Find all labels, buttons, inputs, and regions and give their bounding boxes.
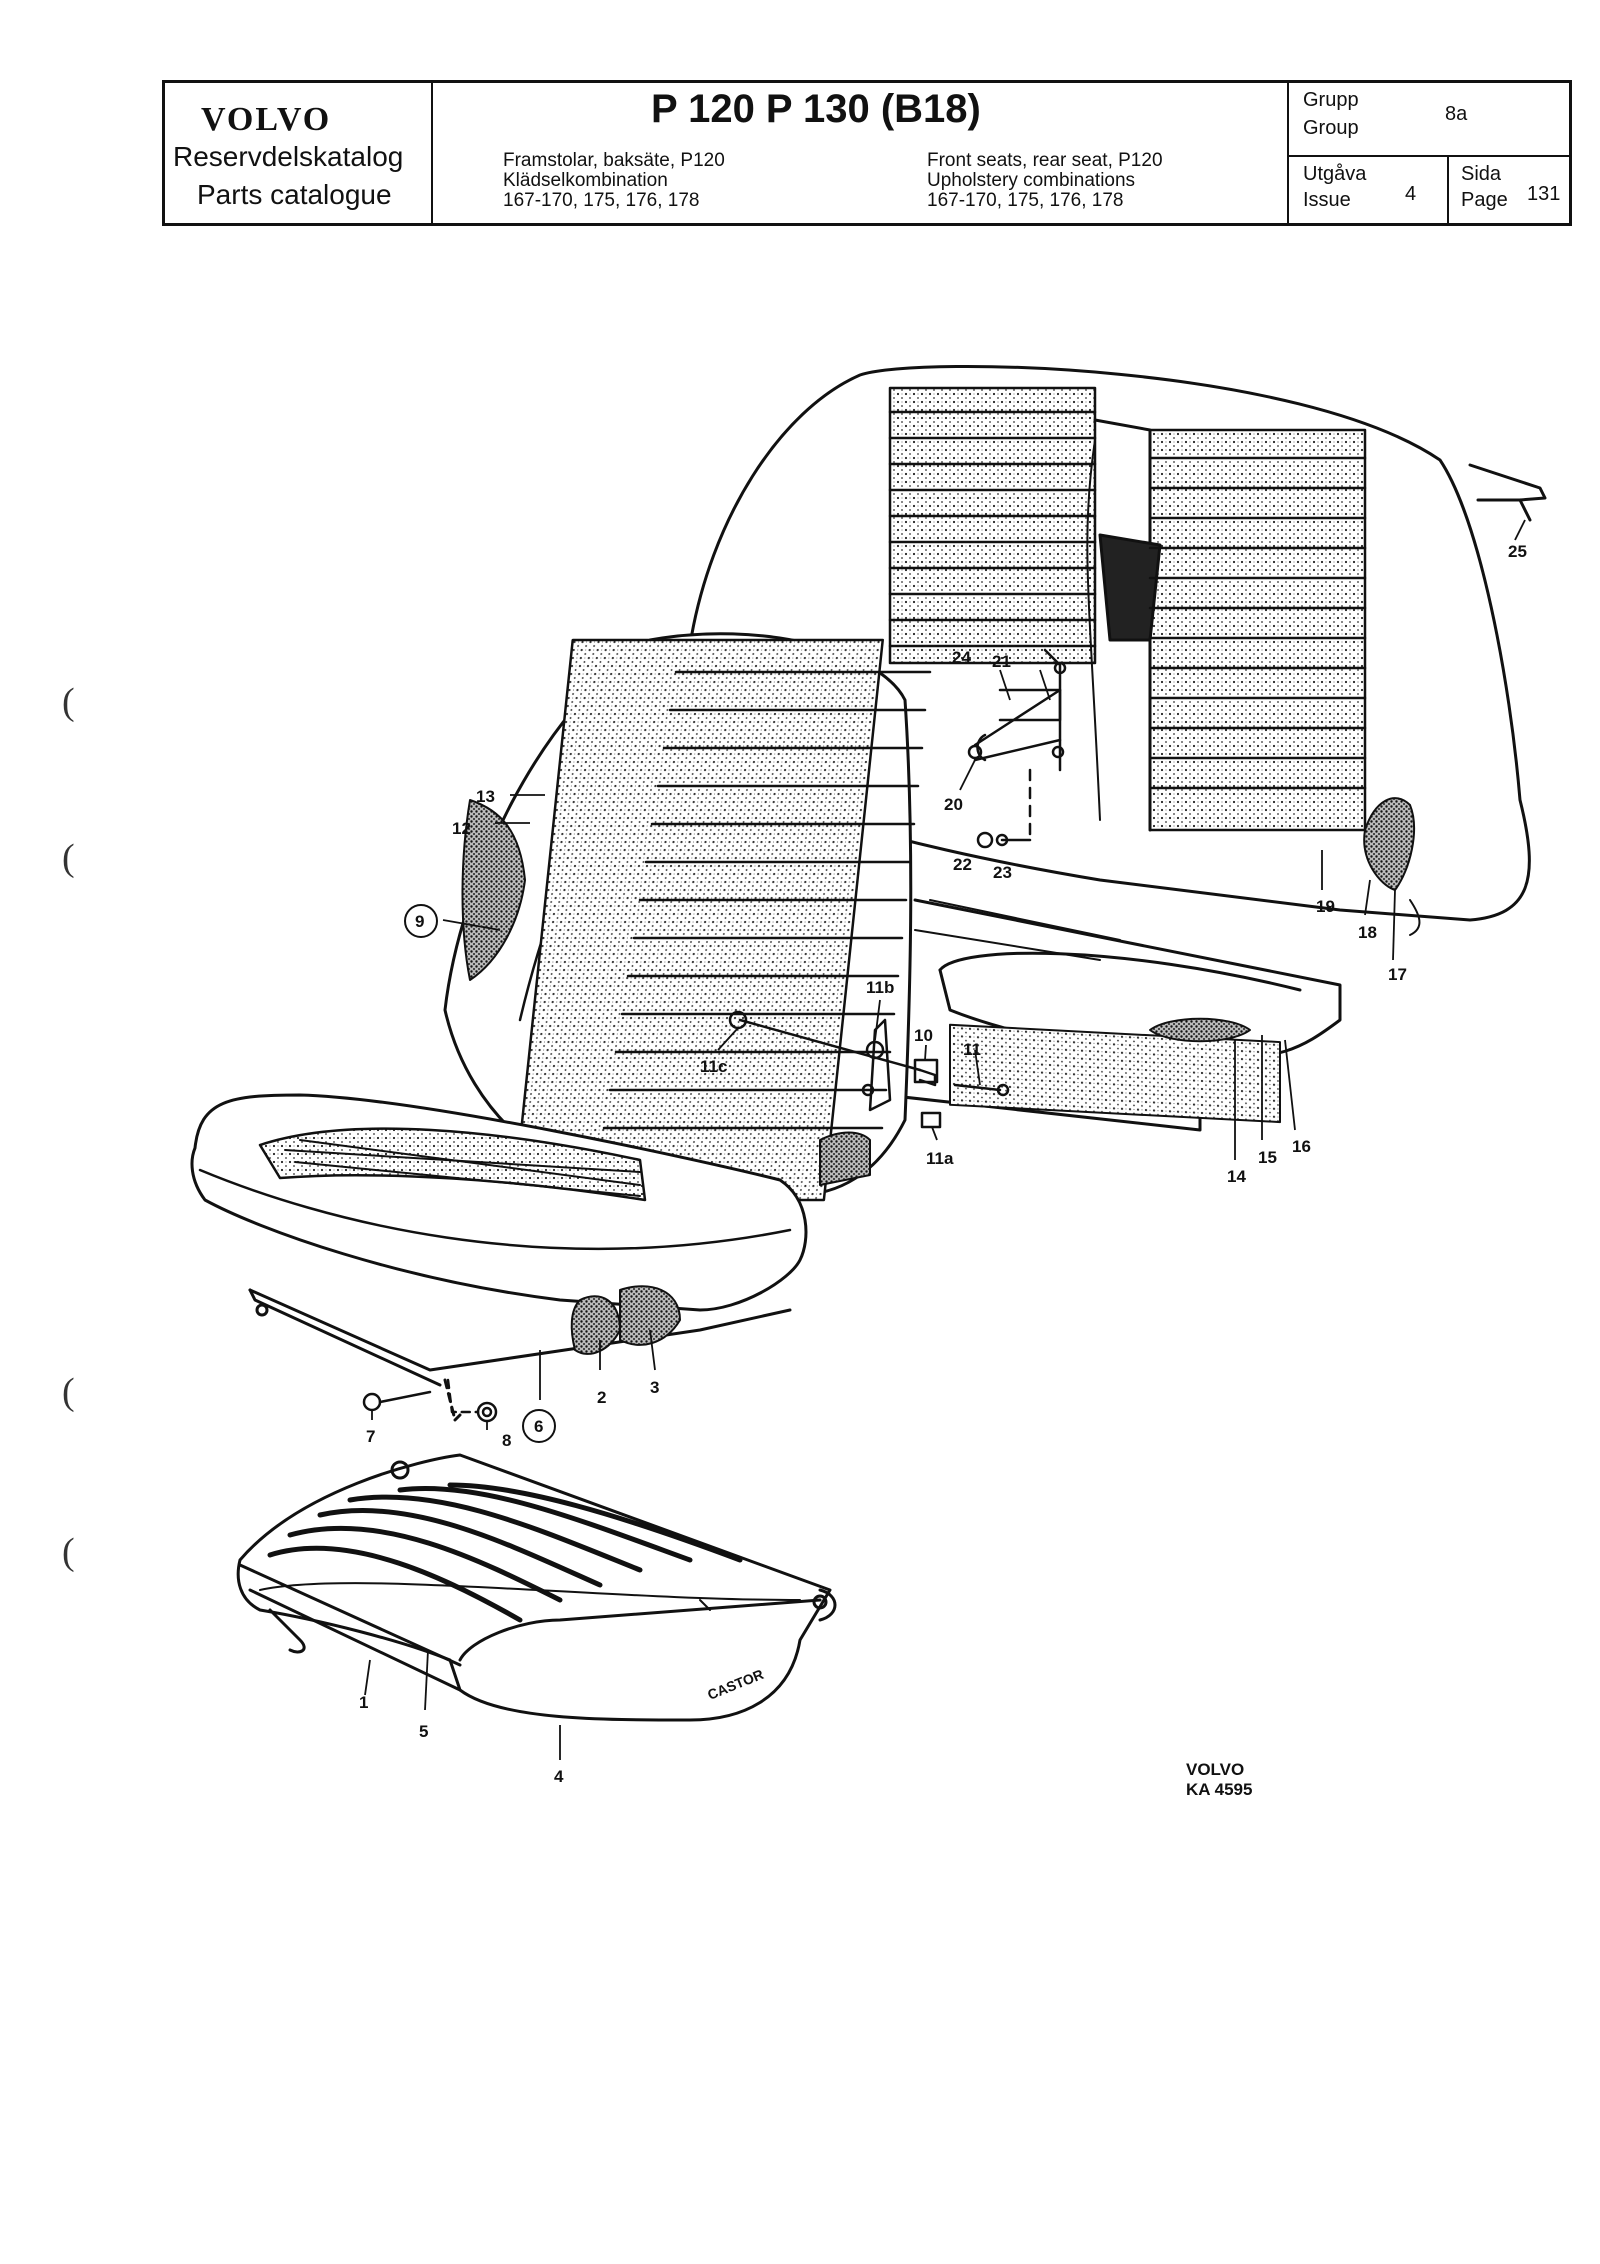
callout-1: 1 xyxy=(359,1693,368,1712)
callout-16: 16 xyxy=(1292,1137,1311,1156)
callout-11a: 11a xyxy=(926,1149,954,1168)
page-label-en: Page xyxy=(1461,189,1508,211)
description-en-1: Front seats, rear seat, P120 xyxy=(927,150,1163,171)
fasteners xyxy=(362,1378,498,1423)
callout-6-circle xyxy=(522,1409,556,1443)
model-title: P 120 P 130 (B18) xyxy=(651,87,981,131)
callout-labels: 1 2 3 4 5 6 7 8 9 10 11 11a 11b 11c 12 1… xyxy=(359,542,1527,1786)
callout-4: 4 xyxy=(554,1767,564,1786)
callout-3: 3 xyxy=(650,1378,659,1397)
header-divider xyxy=(431,83,433,223)
binder-mark: ( xyxy=(62,681,75,723)
callout-17: 17 xyxy=(1388,965,1407,984)
callout-11c: 11c xyxy=(700,1057,727,1076)
callout-11: 11 xyxy=(963,1040,981,1059)
front-seat-cushion xyxy=(190,1093,808,1422)
callout-11b: 11b xyxy=(866,978,894,997)
callout-8: 8 xyxy=(502,1431,511,1450)
description-en-3: 167-170, 175, 176, 178 xyxy=(927,190,1124,211)
callout-24: 24 xyxy=(952,648,971,667)
header-divider xyxy=(1447,155,1449,223)
group-label-en: Group xyxy=(1303,117,1359,139)
issue-label-en: Issue xyxy=(1303,189,1351,211)
callout-15: 15 xyxy=(1258,1148,1277,1167)
pivot-hardware xyxy=(728,1010,1010,1129)
front-backrest-ribs xyxy=(602,670,932,1130)
binder-mark: ( xyxy=(62,1371,75,1413)
group-value: 8a xyxy=(1445,103,1468,125)
callout-5: 5 xyxy=(419,1722,428,1741)
frame-springs xyxy=(267,1482,743,1623)
description-en-2: Upholstery combinations xyxy=(927,170,1136,191)
callout-18: 18 xyxy=(1358,923,1377,942)
callout-6: 6 xyxy=(534,1417,543,1436)
rear-seat-cushion xyxy=(838,898,1342,1132)
callout-23: 23 xyxy=(993,863,1012,882)
issue-value: 4 xyxy=(1405,183,1417,205)
hinge-bracket xyxy=(967,648,1067,849)
callout-10: 10 xyxy=(914,1026,933,1045)
seat-frame xyxy=(236,1453,837,1722)
callout-25: 25 xyxy=(1508,542,1527,561)
binder-mark: ( xyxy=(62,837,75,879)
group-label-sv: Grupp xyxy=(1303,89,1359,111)
issue-label-sv: Utgåva xyxy=(1303,163,1367,185)
rear-backrest-ribs xyxy=(888,410,1367,790)
header-divider xyxy=(1287,83,1289,223)
binder-mark: ( xyxy=(62,1531,75,1573)
callout-9-circle xyxy=(404,904,438,938)
catalog-header: VOLVO Reservdelskatalog Parts catalogue … xyxy=(162,80,1572,226)
brand-logo: VOLVO xyxy=(201,101,332,138)
callout-14: 14 xyxy=(1227,1167,1246,1186)
header-divider xyxy=(1287,155,1569,157)
callout-13: 13 xyxy=(476,787,495,806)
callout-21: 21 xyxy=(992,652,1011,671)
page-label-sv: Sida xyxy=(1461,163,1502,185)
leader-lines xyxy=(364,519,1526,1760)
catalog-title-sv: Reservdelskatalog xyxy=(173,141,404,172)
callout-9: 9 xyxy=(415,912,424,931)
callout-19: 19 xyxy=(1316,897,1335,916)
description-sv-2: Klädselkombination xyxy=(503,170,668,191)
callout-7: 7 xyxy=(366,1427,375,1446)
page-value: 131 xyxy=(1527,183,1561,205)
catalog-title-en: Parts catalogue xyxy=(197,179,392,210)
callout-20: 20 xyxy=(944,795,963,814)
rear-seat-backrest xyxy=(688,364,1547,922)
description-sv-3: 167-170, 175, 176, 178 xyxy=(503,190,700,211)
callout-2: 2 xyxy=(597,1388,606,1407)
front-seat-backrest xyxy=(443,632,913,1202)
description-sv-1: Framstolar, baksäte, P120 xyxy=(503,150,725,171)
drawing-ref-number: KA 4595 xyxy=(1186,1780,1253,1799)
callout-12: 12 xyxy=(452,819,471,838)
callout-22: 22 xyxy=(953,855,972,874)
drawing-ref-brand: VOLVO xyxy=(1186,1760,1245,1779)
